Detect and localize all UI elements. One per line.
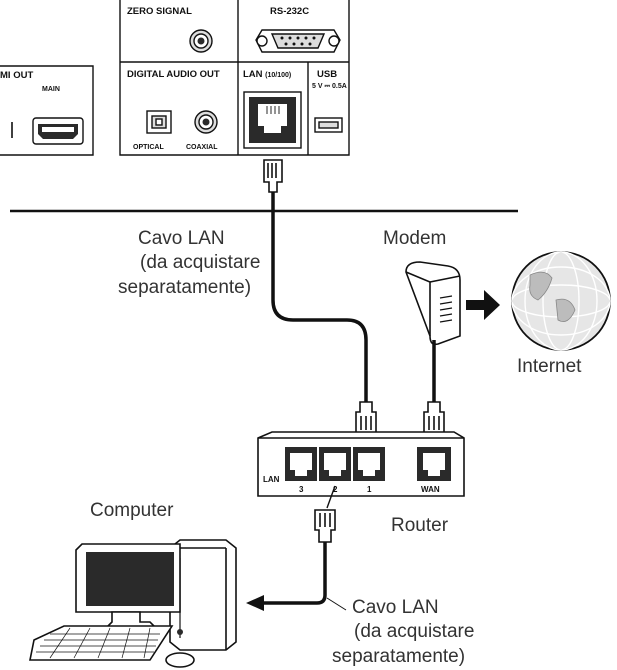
cable-top-line-1: Cavo LAN [138, 228, 225, 249]
router-port2-plug [314, 509, 336, 543]
optical-port-icon [146, 110, 172, 134]
keyboard-icon [29, 625, 174, 661]
router-lan-label: LAN [263, 475, 280, 484]
computer-icon [29, 539, 237, 668]
lan-label-text: LAN [243, 69, 263, 80]
lan-port-icon [243, 91, 302, 149]
cable-bottom-line-3: separatamente) [332, 646, 465, 667]
zero-signal-label: ZERO SIGNAL [127, 6, 192, 17]
router-port-2-icon [319, 447, 351, 481]
cable-bottom-leader [326, 597, 347, 611]
lan-label: LAN (10/100) [243, 69, 291, 80]
optical-label: OPTICAL [133, 144, 164, 151]
usb-port-icon [314, 117, 343, 133]
lan-cable-player-router [271, 192, 368, 402]
router-lan1-plug [355, 401, 377, 435]
internet-caption: Internet [517, 356, 582, 377]
lan-cable-router-computer [262, 542, 327, 605]
usb-rating-label: 5 V ⎓ 0.5A [312, 83, 347, 90]
coaxial-label: COAXIAL [186, 144, 218, 151]
mouse-icon [165, 652, 195, 668]
router-port-1-label: 1 [367, 485, 372, 494]
cable-top-plug [263, 159, 283, 193]
cable-bottom-caption: Cavo LAN (da acquistare separatamente) [332, 597, 474, 667]
coaxial-jack-icon [194, 110, 218, 134]
router-port-1-icon [353, 447, 385, 481]
usb-label: USB [317, 69, 337, 80]
modem-caption: Modem [383, 228, 446, 249]
router-wan-plug [423, 401, 445, 435]
router-port2-short-line [326, 485, 336, 509]
router-wan-port-icon [417, 447, 451, 481]
globe-icon [511, 251, 611, 351]
router-caption: Router [391, 515, 449, 536]
modem-icon [405, 261, 461, 346]
rs232c-connector-icon [255, 29, 341, 53]
rs232c-label: RS-232C [270, 6, 309, 17]
cable-top-caption: Cavo LAN (da acquistare separatamente) [118, 228, 260, 298]
hdmi-main-label: MAIN [42, 86, 60, 93]
cable-top-line-3: separatamente) [118, 277, 251, 298]
cable-bottom-line-2: (da acquistare [354, 621, 474, 642]
router-wan-label: WAN [421, 485, 440, 494]
hdmi-port-icon [32, 117, 84, 145]
router-port-2-label: 2 [333, 485, 338, 494]
arrow-to-computer-icon [246, 595, 264, 611]
lan-speed-text: (10/100) [265, 72, 291, 79]
hdmi-out-label: MI OUT [0, 70, 33, 81]
computer-caption: Computer [90, 500, 174, 521]
cable-top-line-2: (da acquistare [140, 252, 260, 273]
router-port-3-icon [285, 447, 317, 481]
arrow-modem-internet-icon [466, 290, 500, 320]
router-port-3-label: 3 [299, 485, 304, 494]
hdmi-section: MI OUT MAIN [0, 65, 94, 156]
digital-audio-out-label: DIGITAL AUDIO OUT [127, 69, 220, 80]
zero-signal-jack-icon [189, 29, 213, 53]
router-icon [257, 431, 465, 497]
player-rear-panel: MI OUT MAIN ZERO SIGNAL RS-232C [0, 0, 350, 156]
cable-bottom-line-1: Cavo LAN [352, 597, 439, 618]
